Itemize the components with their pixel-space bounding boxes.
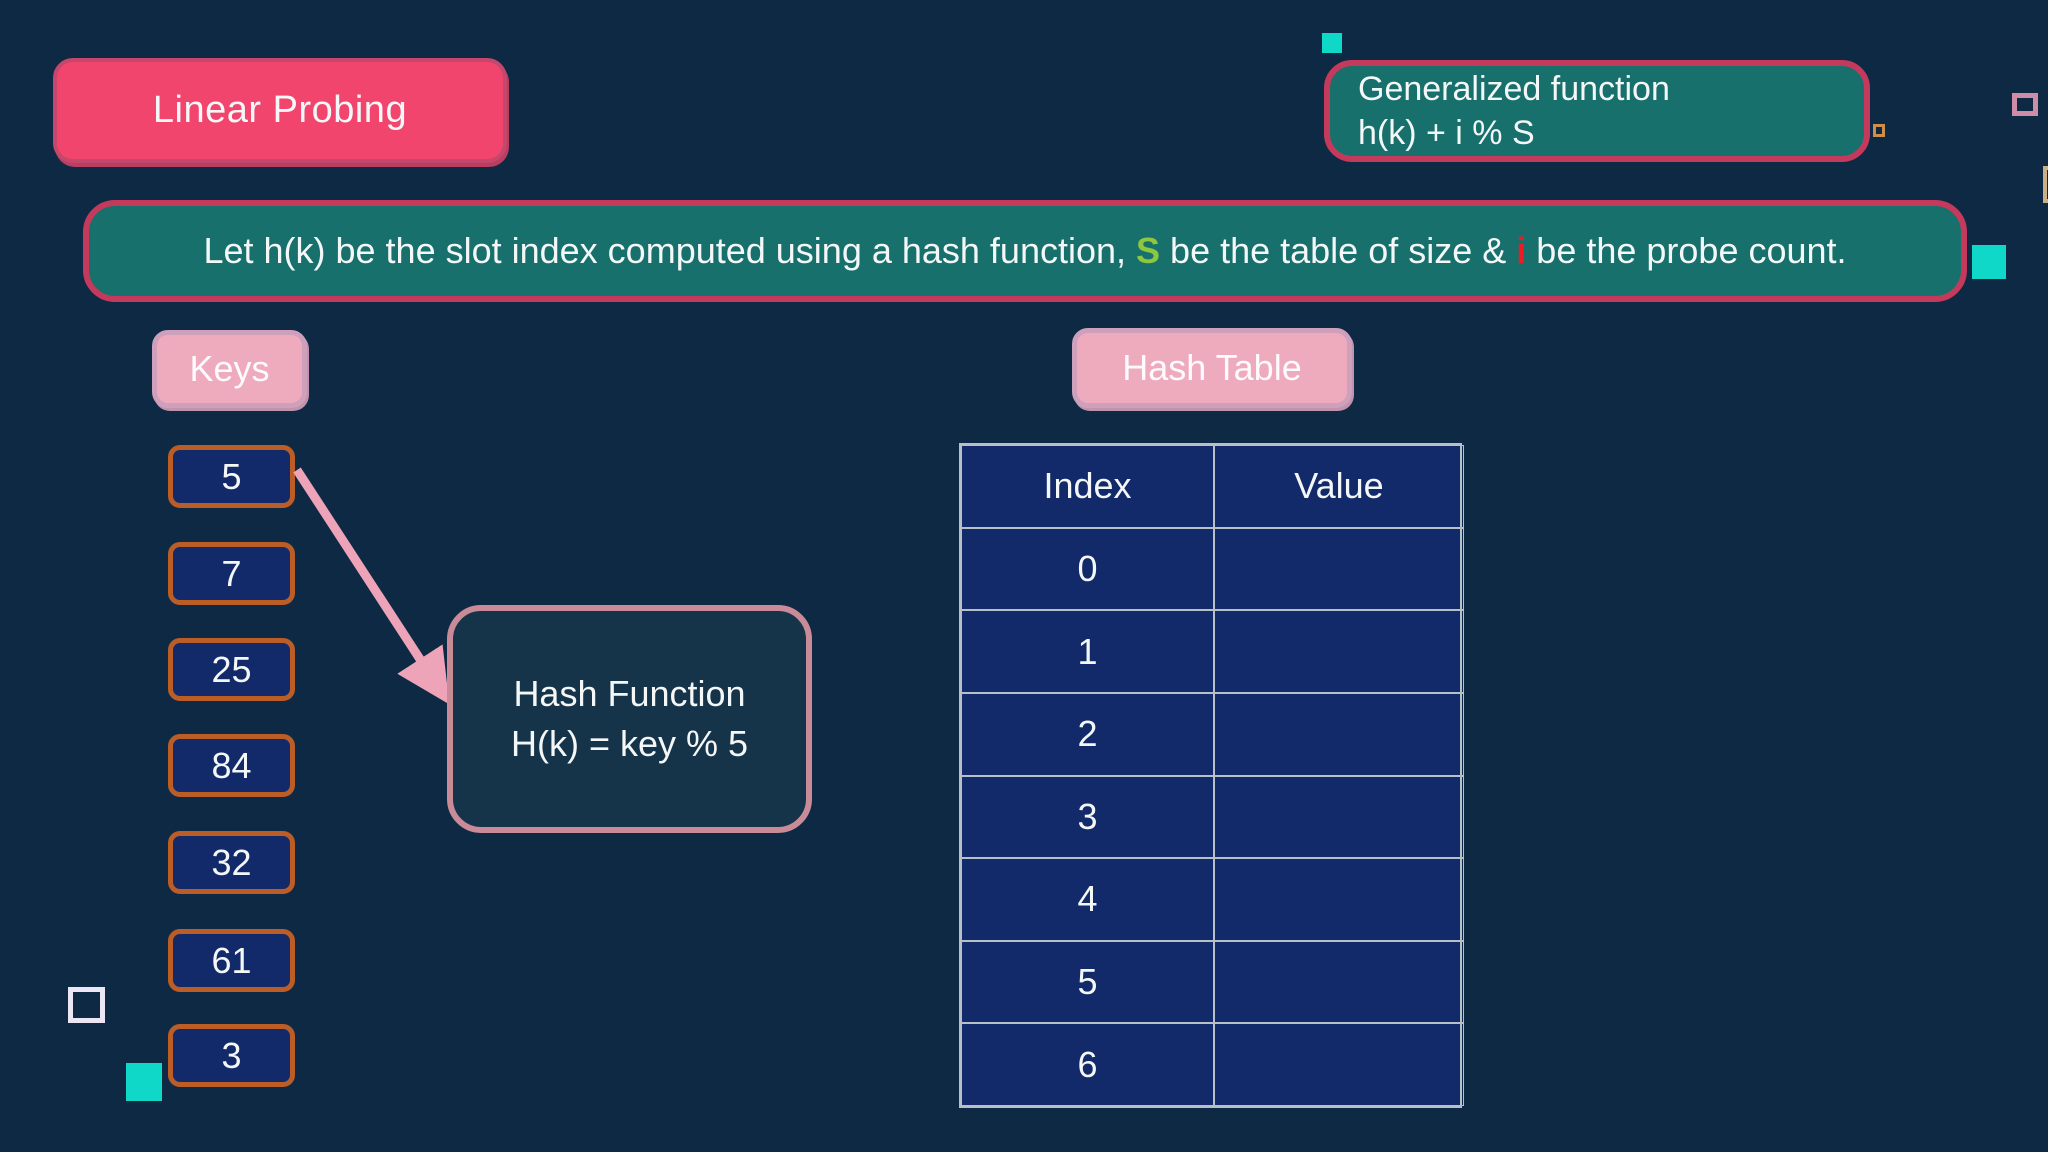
hash-function-line2: H(k) = key % 5 — [510, 723, 749, 764]
table-row-value-4 — [1214, 858, 1464, 941]
generalized-function-box: Generalized function h(k) + i % S — [1324, 60, 1870, 162]
table-row-index-3: 3 — [961, 775, 1214, 859]
hash-function-box: Hash Function H(k) = key % 5 — [447, 605, 812, 833]
title-label: Linear Probing — [152, 89, 408, 131]
deco-square-tan-outline-edge — [2043, 166, 2048, 203]
deco-square-orange-outline-small — [1873, 124, 1885, 137]
title-linear-probing: Linear Probing — [53, 58, 507, 163]
deco-square-teal-right — [1972, 245, 2006, 279]
table-row-index-2: 2 — [961, 692, 1214, 776]
deco-square-white-outline — [68, 987, 105, 1023]
table-row-value-5 — [1214, 940, 1464, 1024]
table-row-value-3 — [1214, 775, 1464, 859]
key-32: 32 — [168, 831, 295, 894]
table-row-index-6: 6 — [961, 1023, 1214, 1106]
i-variable: i — [1516, 230, 1527, 271]
key-3: 3 — [168, 1024, 295, 1087]
hash-table: Index Value 0 1 2 3 4 5 6 — [959, 443, 1464, 1108]
description-box: Let h(k) be the slot index computed usin… — [83, 200, 1967, 302]
table-row-index-1: 1 — [961, 610, 1214, 693]
key-61: 61 — [168, 929, 295, 992]
hash-function-line1: Hash Function — [513, 673, 746, 714]
deco-square-teal-bottom — [126, 1063, 162, 1101]
key-5: 5 — [168, 445, 295, 508]
deco-square-pink-outline — [2012, 93, 2038, 116]
description-text: Let h(k) be the slot index computed usin… — [203, 230, 1847, 271]
table-row-index-0: 0 — [961, 527, 1214, 611]
hash-table-label: Hash Table — [1072, 328, 1352, 408]
key-84: 84 — [168, 734, 295, 797]
key-7: 7 — [168, 542, 295, 605]
generalized-function-line1: Generalized function — [1358, 70, 1670, 108]
table-row-value-0 — [1214, 527, 1464, 611]
table-row-value-6 — [1214, 1023, 1464, 1106]
keys-label: Keys — [152, 330, 307, 408]
table-row-value-1 — [1214, 610, 1464, 693]
key-25: 25 — [168, 638, 295, 701]
header-index: Index — [961, 445, 1214, 528]
generalized-function-line2: h(k) + i % S — [1358, 114, 1535, 152]
table-row-value-2 — [1214, 692, 1464, 776]
header-value: Value — [1214, 445, 1464, 528]
table-row-index-4: 4 — [961, 858, 1214, 941]
table-row-index-5: 5 — [961, 940, 1214, 1024]
deco-square-teal-top — [1322, 33, 1342, 53]
s-variable: S — [1136, 230, 1161, 271]
